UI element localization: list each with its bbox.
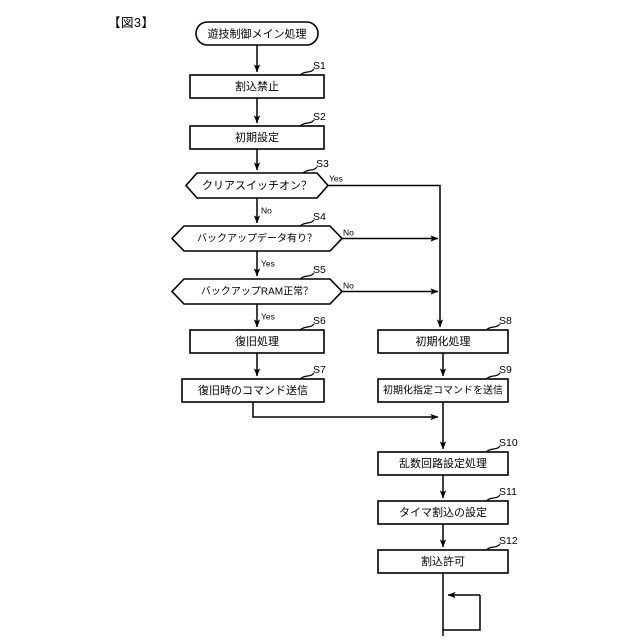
node-s11: タイマ割込の設定 S11 [377,486,517,525]
s3-step-tag: S3 [316,158,329,170]
s5-step-tag: S5 [313,264,326,276]
s9-step-tag: S9 [499,364,512,376]
s1-leader-line [299,68,315,76]
s3-no-branch-label: No [261,205,272,215]
s11-step-tag: S11 [499,486,517,498]
node-s8: 初期化処理 S8 [377,315,512,354]
s7-process-label: 復旧時のコマンド送信 [198,383,308,397]
s12-step-tag: S12 [499,535,518,547]
start-terminator-label: 遊技制御メイン処理 [208,26,307,40]
s8-leader-line [485,323,501,331]
s4-step-tag: S4 [313,211,326,223]
s1-process-label: 割込禁止 [235,79,279,93]
loop-back-path [443,595,481,631]
node-s12: 割込許可 S12 [377,535,518,574]
s9-leader-line [485,372,501,380]
s10-step-tag: S10 [499,437,518,449]
s1-step-tag: S1 [313,60,326,72]
s5-decision-label: バックアップRAM正常？ [201,285,313,298]
s12-leader-line [485,543,501,551]
node-s3: クリアスイッチオン？ S3 Yes No [184,158,343,215]
node-s4: バックアップデータ有り？ S4 No Yes [170,211,354,268]
node-s1: 割込禁止 S1 [189,60,326,99]
s5-leader-line [299,272,315,280]
node-s5: バックアップRAM正常？ S5 No Yes [170,264,354,321]
s10-leader-line [485,445,501,453]
s5-no-branch-label: No [343,280,354,290]
s6-process-label: 復旧処理 [235,335,279,348]
s5-yes-branch-label: Yes [261,311,275,321]
node-start: 遊技制御メイン処理 [195,21,319,46]
s11-process-label: タイマ割込の設定 [399,505,487,519]
s7-leader-line [299,372,315,380]
s4-decision-label: バックアップデータ有り？ [197,232,317,245]
s9-process-label: 初期化指定コマンドを送信 [383,384,503,397]
node-s7: 復旧時のコマンド送信 S7 [181,364,326,403]
s8-step-tag: S8 [499,315,512,327]
s2-step-tag: S2 [313,111,326,123]
node-s10: 乱数回路設定処理 S10 [377,437,518,476]
connector-s7-to-trunk [252,402,439,421]
s3-decision-label: クリアスイッチオン？ [202,179,312,192]
s4-yes-branch-label: Yes [261,258,275,268]
s4-no-branch-label: No [343,227,354,237]
connector-s3-yes-to-s8 [328,184,444,328]
s4-leader-line [299,219,315,227]
s7-step-tag: S7 [313,364,326,376]
figure-number-label: 【図3】 [108,16,155,30]
s11-leader-line [485,494,501,502]
s3-yes-branch-label: Yes [329,173,343,183]
s2-leader-line [299,119,315,127]
s2-process-label: 初期設定 [235,130,279,144]
node-s9: 初期化指定コマンドを送信 S9 [377,364,512,403]
s6-step-tag: S6 [313,315,326,327]
s12-process-label: 割込許可 [421,554,465,568]
node-s6: 復旧処理 S6 [189,315,326,354]
s8-process-label: 初期化処理 [416,334,471,348]
s6-leader-line [299,323,315,331]
node-s2: 初期設定 S2 [189,111,326,150]
s3-leader-line [302,166,318,174]
s10-process-label: 乱数回路設定処理 [399,456,487,470]
